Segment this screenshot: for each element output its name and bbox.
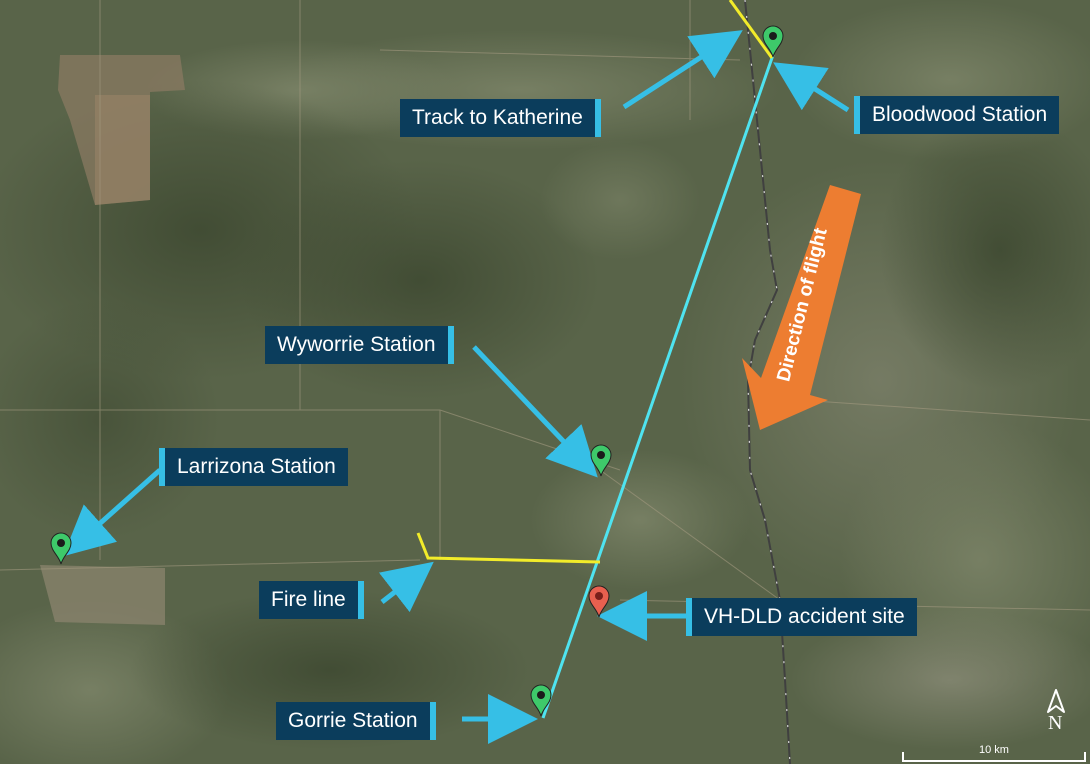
north-arrow-icon: N xyxy=(1042,688,1070,736)
label-text: Gorrie Station xyxy=(288,709,418,732)
arrow-wyworrie xyxy=(472,345,598,478)
label-tab xyxy=(854,96,860,134)
label-tab xyxy=(159,448,165,486)
fire-line xyxy=(416,532,601,564)
arrow-track-to-katherine xyxy=(622,30,743,110)
label-text: Track to Katherine xyxy=(412,106,583,129)
label-larrizona-station: Larrizona Station xyxy=(159,448,348,486)
label-tab xyxy=(447,326,454,364)
label-wyworrie-station: Wyworrie Station xyxy=(265,326,454,364)
arrow-larrizona xyxy=(63,468,162,557)
scale-bar: 10 km xyxy=(902,742,1086,764)
bloodwood-station-pin-icon[interactable] xyxy=(761,24,785,58)
arrow-bloodwood xyxy=(773,62,850,113)
label-fire-line: Fire line xyxy=(259,581,364,619)
larrizona-station-pin-icon[interactable] xyxy=(49,531,73,565)
label-gorrie-station: Gorrie Station xyxy=(276,702,436,740)
scale-bar-line xyxy=(902,752,1086,762)
wyworrie-station-pin-icon[interactable] xyxy=(589,443,613,477)
label-track-to-katherine: Track to Katherine xyxy=(400,99,601,137)
accident-site-pin-icon[interactable] xyxy=(587,584,611,618)
flight-path-line xyxy=(541,54,775,719)
label-text: VH-DLD accident site xyxy=(704,605,905,628)
arrow-fire-line xyxy=(378,561,434,613)
label-text: Larrizona Station xyxy=(177,455,336,478)
label-accident-site: VH-DLD accident site xyxy=(686,598,917,636)
direction-of-flight-arrow xyxy=(742,185,861,430)
label-text: Bloodwood Station xyxy=(872,103,1048,126)
label-text: Fire line xyxy=(271,588,346,611)
north-arrow-glyph xyxy=(1047,689,1065,713)
north-label: N xyxy=(1048,712,1063,734)
label-tab xyxy=(357,581,364,619)
track-to-katherine-line xyxy=(728,0,774,59)
label-tab xyxy=(429,702,436,740)
label-bloodwood-station: Bloodwood Station xyxy=(854,96,1060,134)
label-tab xyxy=(594,99,601,137)
scale-label: 10 km xyxy=(979,744,1009,756)
label-tab xyxy=(686,598,692,636)
gorrie-station-pin-icon[interactable] xyxy=(529,683,553,717)
label-text: Wyworrie Station xyxy=(277,333,436,356)
